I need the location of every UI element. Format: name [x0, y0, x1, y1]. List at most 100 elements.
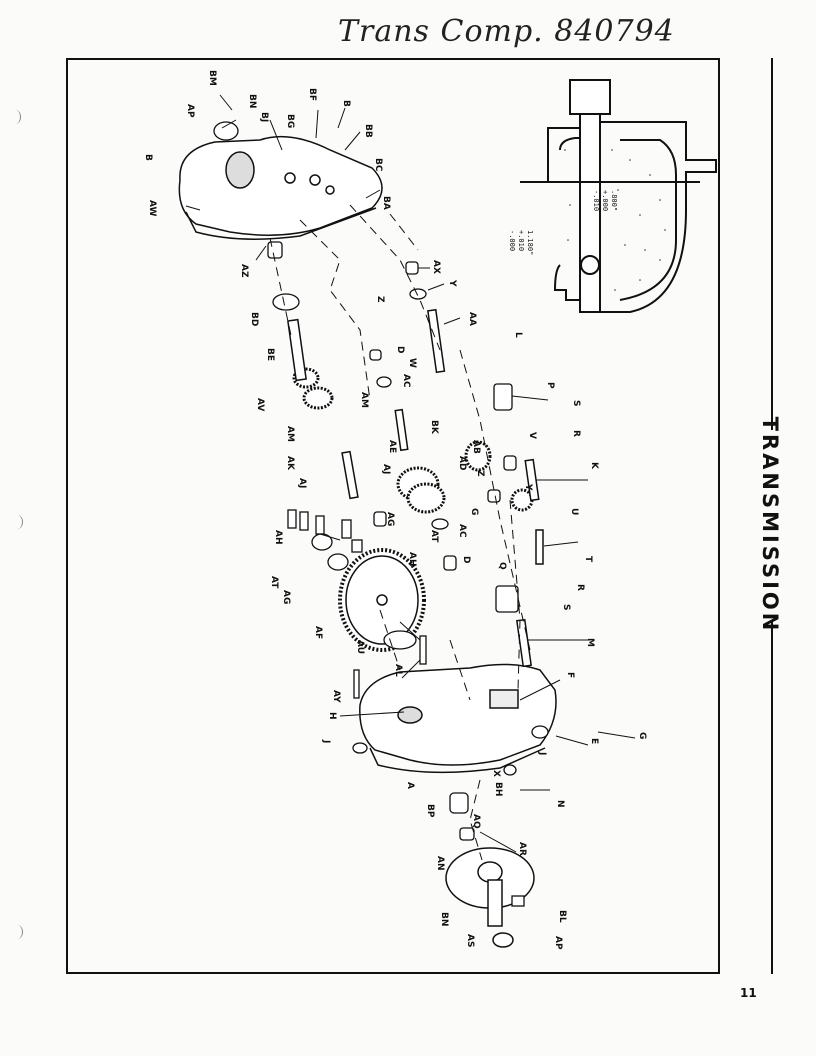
part-label: W	[407, 358, 417, 368]
title-rule-top	[771, 58, 773, 430]
part-label: Z	[375, 296, 385, 303]
title-rule-bottom	[771, 622, 773, 974]
upper-cover	[178, 135, 383, 240]
handwritten-note: Trans Comp. 840794	[338, 14, 675, 49]
part-label: BF	[307, 88, 317, 101]
svg-text:+.010: +.010	[517, 230, 525, 251]
margin-mark	[12, 515, 23, 529]
part-label: S	[561, 604, 571, 610]
part-label: AT	[429, 530, 439, 543]
part-label: B	[143, 154, 153, 161]
inset-spec-text: 1.180" +.010 -.000	[508, 230, 534, 255]
part-label: AW	[147, 200, 157, 217]
svg-text:-.010: -.010	[592, 190, 600, 211]
part-label: AL	[393, 664, 403, 677]
assembly-lines	[269, 204, 531, 861]
part-label: L	[513, 332, 523, 338]
part-labels: BM BN AP BJ BF BG B BB BC B AW BA AZ AX …	[143, 70, 647, 950]
part-label: Z	[475, 470, 485, 477]
part-label: BM	[207, 70, 217, 86]
svg-text:+.000: +.000	[601, 190, 609, 211]
margin-mark	[12, 925, 23, 939]
part-label: R	[571, 430, 581, 437]
part-label: AR	[517, 842, 527, 856]
part-label: S	[571, 400, 581, 406]
part-label: J	[537, 751, 547, 755]
part-label: P	[545, 382, 555, 389]
part-label: BN	[439, 912, 449, 926]
part-label: M	[585, 638, 595, 647]
part-label: Y	[447, 279, 457, 287]
part-label: AE	[387, 440, 397, 453]
part-label: D	[461, 556, 471, 563]
diagram-frame	[66, 58, 720, 974]
part-label: BB	[363, 124, 373, 138]
part-label: AJ	[381, 464, 391, 474]
svg-text:-.000: -.000	[508, 230, 516, 251]
part-label: BA	[381, 196, 391, 210]
part-label: A	[405, 782, 415, 789]
part-label: AS	[465, 934, 475, 947]
part-label: BG	[285, 114, 295, 128]
part-label: Y	[523, 483, 533, 491]
part-label: AM	[285, 426, 295, 442]
part-label: BC	[373, 158, 383, 172]
part-label: AV	[255, 398, 265, 411]
part-label: H	[327, 712, 337, 720]
part-label: X	[491, 770, 501, 777]
part-label: Q	[497, 562, 507, 570]
gear-ab	[464, 440, 492, 472]
part-label: V	[527, 432, 537, 439]
part-label: G	[469, 508, 479, 515]
part-label: BD	[249, 312, 259, 326]
bearing-press-inset	[520, 79, 717, 313]
part-label: B	[341, 100, 351, 107]
part-label: AF	[313, 626, 323, 639]
part-label: AD	[457, 456, 467, 470]
page-number: 11	[740, 986, 757, 1000]
part-label: AG	[281, 590, 291, 604]
part-label: AG	[385, 512, 395, 526]
part-label: BN	[247, 94, 257, 108]
part-label: AP	[185, 104, 195, 118]
part-label: AK	[285, 456, 295, 471]
part-label: BE	[265, 348, 275, 361]
lower-housing	[359, 663, 557, 774]
part-label: E	[589, 738, 599, 744]
part-label: AX	[431, 260, 441, 274]
inset-nut	[569, 79, 611, 115]
part-label: AZ	[239, 264, 249, 278]
gear-u	[510, 488, 534, 512]
inset-ball	[580, 255, 600, 275]
part-label: R	[575, 584, 585, 591]
inset-housing	[520, 121, 717, 313]
part-label: K	[589, 462, 599, 470]
inset-housing-inner	[559, 137, 677, 305]
part-label: BK	[429, 420, 439, 435]
part-label: AH	[273, 530, 283, 545]
part-label: J	[321, 739, 331, 743]
part-label: AN	[435, 856, 445, 871]
part-label: AC	[457, 524, 467, 538]
part-label: T	[583, 556, 593, 563]
margin-mark	[10, 110, 21, 124]
part-label: F	[565, 672, 575, 678]
part-label: D	[395, 346, 405, 353]
part-label: BP	[425, 804, 435, 818]
part-label: AP	[553, 936, 563, 950]
part-label: AM	[359, 392, 369, 408]
part-label: G	[637, 732, 647, 739]
part-label: AC	[401, 374, 411, 388]
part-label: AB	[471, 440, 481, 454]
part-label: BJ	[259, 112, 269, 122]
part-label: U	[569, 508, 579, 515]
inset-stipple	[564, 149, 666, 291]
part-label: AQ	[471, 814, 481, 829]
gear-cluster-ad	[396, 466, 446, 514]
part-label: BH	[493, 782, 503, 796]
part-label: N	[555, 800, 565, 808]
output-flange	[445, 847, 535, 948]
inset-shaft	[579, 111, 601, 313]
part-label: AJ	[297, 478, 307, 488]
